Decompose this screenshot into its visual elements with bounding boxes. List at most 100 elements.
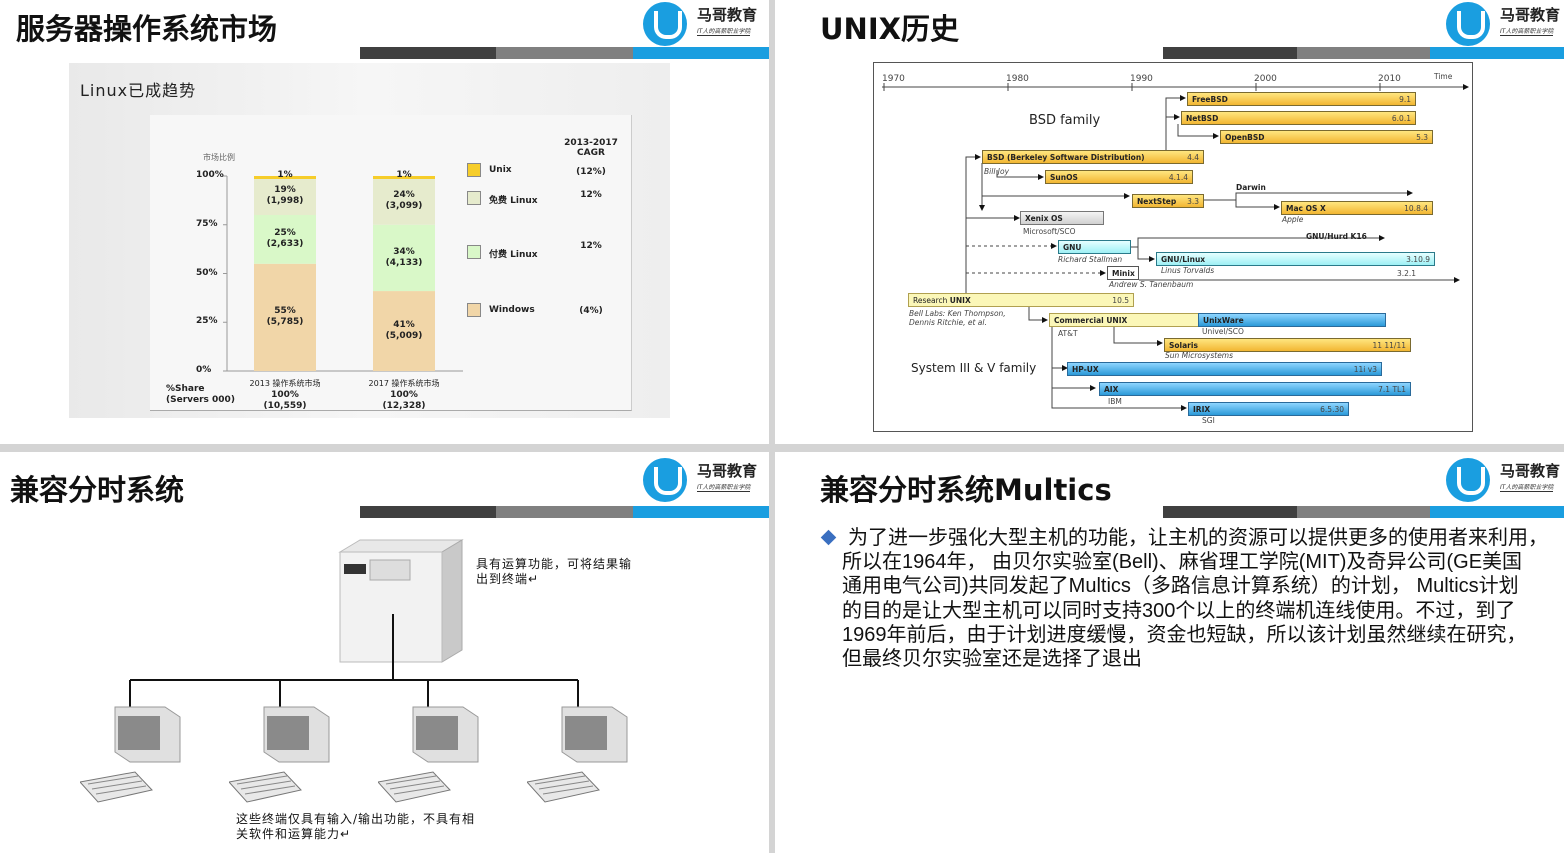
logo-name: 马哥教育	[697, 6, 758, 24]
logo-icon	[1446, 2, 1490, 46]
row-label: (Servers 000)	[166, 395, 235, 405]
legend-label: Unix	[489, 165, 512, 175]
data-label: 34%	[393, 246, 415, 257]
legend-swatch	[467, 303, 481, 317]
irix-vendor: SGI	[1202, 416, 1215, 425]
logo-name: 马哥教育	[1500, 6, 1561, 24]
bar-minix: Minix	[1107, 266, 1139, 280]
linux-author: Linus Torvalds	[1161, 266, 1215, 275]
minix-version: 3.2.1	[1397, 269, 1417, 278]
bar-segment-windows	[254, 263, 316, 371]
logo-slogan: IT人的高薪职业学院	[697, 28, 751, 36]
bar-segment-unix	[373, 176, 435, 179]
xenix-vendor: Microsoft/SCO	[1023, 227, 1076, 236]
data-label: 1%	[396, 170, 412, 180]
legend-swatch	[467, 191, 481, 205]
hurd-label: GNU/Hurd K16	[1306, 232, 1367, 241]
y-tick-label: 75%	[196, 218, 218, 229]
x-category-label: 2013 操作系统市场	[249, 379, 321, 388]
y-tick-label: 25%	[196, 316, 218, 327]
commercial-vendor: AT&T	[1058, 329, 1078, 338]
bar-commercial-unix: Commercial UNIX	[1049, 313, 1199, 327]
legend-label: 付费 Linux	[489, 250, 538, 260]
chart-panel: Linux已成趋势	[69, 63, 670, 418]
data-label: 41%	[393, 320, 415, 331]
data-label-count: (3,099)	[385, 201, 423, 212]
title-underline	[360, 47, 769, 59]
terminal-computer-icon	[80, 706, 181, 803]
timeline-connectors	[882, 83, 1469, 411]
title-underline	[1163, 506, 1564, 518]
year-1990: 1990	[1130, 74, 1153, 84]
bar-bsd: BSD (Berkeley Software Distribution)4.4	[982, 150, 1204, 164]
slide-title: 服务器操作系统市场	[16, 12, 278, 46]
bar-unixware: UnixWare	[1198, 313, 1386, 327]
y-tick-label: 50%	[196, 267, 218, 278]
cagr-header: CAGR	[577, 148, 605, 158]
terminal-computer-icon	[229, 706, 330, 803]
data-label: 1%	[277, 170, 293, 180]
logo-slogan: IT人的高薪职业学院	[697, 484, 751, 492]
data-label: 25%	[274, 228, 296, 239]
data-label-count: (2,633)	[266, 239, 304, 250]
logo: 马哥教育 IT人的高薪职业学院	[643, 2, 769, 48]
bar-segment-付费-linux	[373, 224, 435, 292]
bar-gnu: GNU	[1058, 240, 1131, 254]
darwin-label: Darwin	[1236, 183, 1266, 192]
year-2000: 2000	[1254, 74, 1277, 84]
y-tick-label: 100%	[196, 170, 224, 180]
x-category-label: 2017 操作系统市场	[368, 379, 440, 388]
server-note: 具有运算功能，可将结果输出到终端↵	[476, 557, 633, 586]
macosx-vendor: Apple	[1282, 215, 1304, 224]
row-label: %Share	[166, 384, 205, 394]
cagr-header: 2013-2017	[564, 138, 618, 148]
logo-icon	[643, 458, 687, 502]
chart-heading: Linux已成趋势	[80, 81, 197, 100]
bsd-family-label: BSD family	[1029, 113, 1101, 128]
data-label-count: (5,785)	[266, 317, 304, 328]
data-label-count: (5,009)	[385, 331, 423, 342]
bsd-author: Bill Joy	[984, 167, 1010, 176]
terminal-computer-icon	[527, 706, 628, 803]
sys5-family-label: System III & V family	[911, 361, 1037, 375]
y-tick-label: 0%	[196, 365, 212, 375]
x-category-total-pct: 100%	[271, 390, 299, 400]
data-label: 24%	[393, 190, 415, 201]
legend-swatch	[467, 245, 481, 259]
bar-segment-付费-linux	[254, 215, 316, 264]
cagr-value: (12%)	[576, 167, 606, 177]
x-category-total: (12,328)	[382, 401, 426, 411]
data-label-count: (1,998)	[266, 196, 304, 207]
title-underline	[1163, 47, 1564, 59]
logo-icon	[1446, 458, 1490, 502]
cagr-value: 12%	[580, 190, 602, 200]
year-1970: 1970	[882, 74, 905, 84]
legend-label: Windows	[489, 305, 535, 315]
year-1980: 1980	[1006, 74, 1029, 84]
legend-label: 免费 Linux	[489, 196, 538, 206]
data-label-count: (4,133)	[385, 257, 423, 268]
multics-paragraph: 为了进一步强化大型主机的功能，让主机的资源可以提供更多的使用者来利用， 所以在1…	[842, 527, 1548, 671]
bar-segment-unix	[254, 176, 316, 179]
research-authors-1: Bell Labs: Ken Thompson,	[909, 309, 1006, 318]
unix-timeline-diagram: 1970 1980 1990 2000 2010 Time BSD family…	[873, 62, 1473, 432]
data-label: 55%	[274, 306, 296, 317]
mainframe-server-icon	[338, 539, 464, 663]
solaris-vendor: Sun Microsystems	[1165, 351, 1234, 360]
aix-vendor: IBM	[1108, 397, 1122, 406]
